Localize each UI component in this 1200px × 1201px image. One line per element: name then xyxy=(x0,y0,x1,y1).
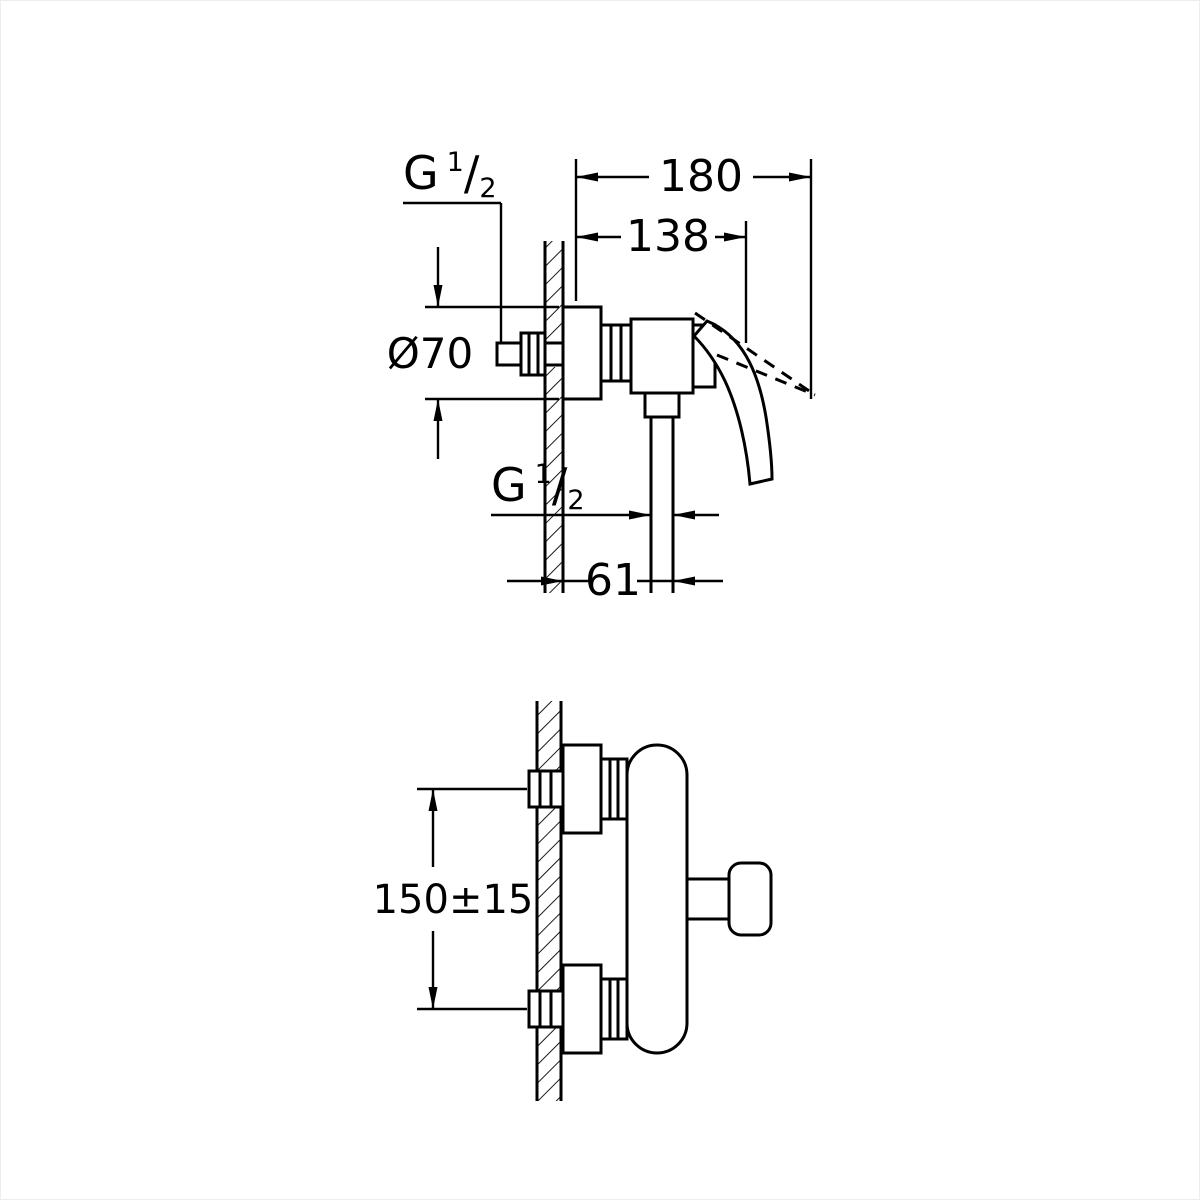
dimension-wall-to-outlet-value: 61 xyxy=(585,555,641,606)
lower-connection xyxy=(527,963,629,1055)
dimension-wall-to-outlet: 61 xyxy=(507,555,723,606)
handle-range-dashed-lower xyxy=(716,353,816,397)
outlet-pipe xyxy=(649,417,675,593)
dimension-escutcheon-diameter-value: Ø70 xyxy=(387,329,474,378)
supply-hex-nut xyxy=(519,331,547,377)
lower-union-nut xyxy=(599,977,629,1041)
lever-handle xyxy=(691,319,774,486)
connection-nut-side xyxy=(599,323,633,383)
supply-pipe-stub xyxy=(495,341,523,367)
dimension-connection-spacing: 150±15 xyxy=(373,787,534,1011)
upper-escutcheon xyxy=(561,743,603,835)
dimension-total-depth: 180 xyxy=(574,151,813,399)
upper-union-nut xyxy=(599,757,629,821)
valve-body-side xyxy=(629,317,695,395)
wall-section-side xyxy=(543,241,565,593)
mixer-body-plan xyxy=(625,743,689,1055)
handle-range-dashed-upper xyxy=(694,311,816,397)
upper-connection xyxy=(527,743,629,835)
handle-knob-plan xyxy=(687,861,773,937)
handle-knob-cap xyxy=(727,861,773,937)
dimension-depth-to-handle: 138 xyxy=(576,211,748,343)
upper-hex-nut xyxy=(527,769,565,809)
dimension-escutcheon-diameter: Ø70 xyxy=(387,247,559,459)
outlet-connector xyxy=(643,391,681,419)
plan-view: 150±15 xyxy=(373,701,773,1101)
dimension-total-depth-value: 180 xyxy=(659,151,743,202)
dimension-depth-to-handle-value: 138 xyxy=(626,211,710,262)
escutcheon-flange-side xyxy=(561,305,603,401)
lower-escutcheon xyxy=(561,963,603,1055)
supply-pipe-assembly xyxy=(495,331,563,377)
dimension-connection-spacing-value: 150±15 xyxy=(373,877,534,923)
lower-hex-nut xyxy=(527,989,565,1029)
wall-section-plan xyxy=(535,701,563,1101)
